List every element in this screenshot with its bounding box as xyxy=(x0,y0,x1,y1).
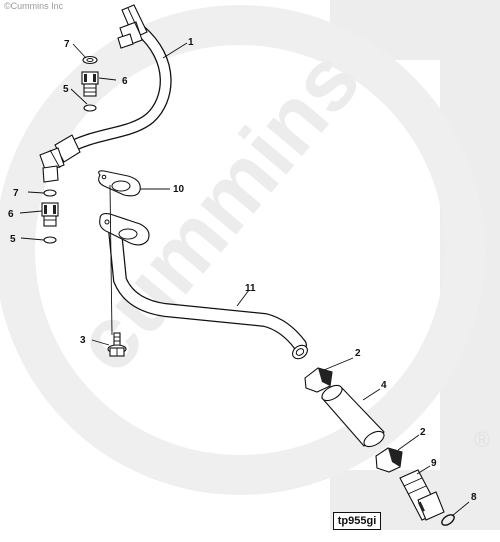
callout-6-lower: 6 xyxy=(8,209,14,220)
callout-4: 4 xyxy=(381,380,387,391)
watermark-registered-mark: ® xyxy=(474,427,490,452)
callout-6-upper: 6 xyxy=(122,76,128,87)
callout-1: 1 xyxy=(188,37,194,48)
copyright-notice: ©Cummins Inc xyxy=(4,1,64,11)
clamp-upper xyxy=(304,367,333,393)
upper-fitting-stack xyxy=(81,55,99,112)
callout-8: 8 xyxy=(471,492,477,503)
bolt xyxy=(107,332,127,357)
callout-10: 10 xyxy=(173,184,185,195)
clamp-lower xyxy=(375,447,403,473)
callout-11: 11 xyxy=(245,283,256,294)
callout-9: 9 xyxy=(431,458,437,469)
callout-7-upper: 7 xyxy=(64,39,70,50)
leader-lines xyxy=(19,42,470,517)
sleeve xyxy=(321,384,385,448)
callout-3: 3 xyxy=(80,335,86,346)
lower-fitting-stack xyxy=(41,189,59,244)
connector-fitting xyxy=(399,469,445,521)
hose-assembly xyxy=(39,4,172,183)
figure-reference-box: tp955gi xyxy=(333,512,381,530)
callout-2-upper: 2 xyxy=(355,348,361,359)
callout-2-lower: 2 xyxy=(420,427,426,438)
callout-5-lower: 5 xyxy=(10,234,16,245)
callout-labels: 7 6 5 1 7 6 5 10 11 3 2 4 2 9 8 xyxy=(8,37,477,503)
tube xyxy=(99,213,308,360)
gasket xyxy=(98,170,141,197)
callout-5-upper: 5 xyxy=(63,84,69,95)
o-ring xyxy=(441,514,455,526)
callout-7-lower: 7 xyxy=(13,188,19,199)
